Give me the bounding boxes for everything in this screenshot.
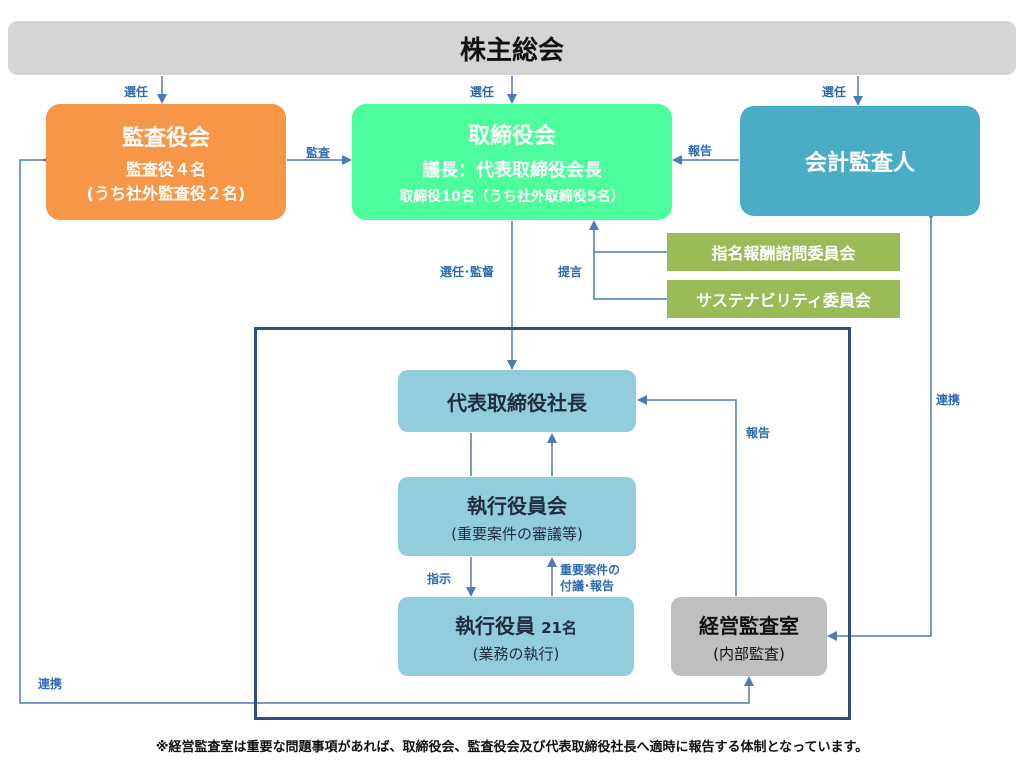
board-chair: 議長：代表取締役会長: [422, 160, 602, 181]
accountant-cooperate-arrows: [827, 210, 936, 641]
elect-label-audit-board: 選任: [124, 85, 149, 99]
execution-frame: [254, 327, 851, 720]
executive-officers-subtitle: (業務の執行): [472, 644, 560, 663]
sustainability-committee-box: サステナビリティ委員会: [667, 280, 900, 318]
elect-label-board: 選任: [470, 85, 495, 99]
refer-report-label-line1: 重要案件の: [560, 563, 621, 577]
refer-report-label-line2: 付議･報告: [560, 579, 615, 593]
executive-officers-box: 執行役員 21名 (業務の執行): [398, 597, 634, 676]
board-title: 取締役会: [467, 124, 556, 149]
audit-board-title: 監査役会: [121, 126, 210, 151]
internal-audit-subtitle: (内部監査): [713, 644, 785, 663]
propose-arrow: [589, 220, 667, 300]
president-box: 代表取締役社長: [398, 370, 636, 432]
executive-committee-subtitle: (重要案件の審議等): [451, 524, 583, 543]
report-label-internal-audit: 報告: [746, 426, 771, 440]
board-members: 取締役10名（うち社外取締役5名）: [399, 189, 625, 205]
audit-label: 監査: [306, 146, 331, 160]
elect-supervise-label: 選任･監督: [440, 265, 495, 279]
report-label-accountant: 報告: [688, 144, 713, 158]
shareholders-meeting-title: 株主総会: [459, 35, 564, 66]
internal-audit-office-box: 経営監査室 (内部監査): [671, 597, 827, 676]
accounting-auditor-title: 会計監査人: [804, 151, 915, 176]
executive-officers-count: 21名: [541, 618, 577, 637]
instruct-label: 指示: [427, 572, 452, 586]
audit-board-members: 監査役４名: [125, 160, 206, 179]
president-title: 代表取締役社長: [447, 390, 587, 415]
internal-audit-title: 経営監査室: [699, 613, 799, 638]
board-of-directors-box: 取締役会 議長：代表取締役会長 取締役10名（うち社外取締役5名）: [352, 104, 672, 220]
shareholders-meeting-box: 株主総会: [8, 21, 1016, 75]
nomination-committee-label: 指名報酬諮問委員会: [711, 244, 856, 263]
propose-label: 提言: [558, 265, 583, 279]
elect-label-accountant: 選任: [822, 85, 847, 99]
nomination-compensation-committee-box: 指名報酬諮問委員会: [667, 233, 900, 271]
executive-committee-title: 執行役員会: [467, 493, 567, 518]
executive-committee-box: 執行役員会 (重要案件の審議等): [398, 477, 636, 556]
accounting-auditor-box: 会計監査人: [740, 106, 980, 216]
audit-board-box: 監査役会 監査役４名 (うち社外監査役２名): [46, 104, 286, 220]
executive-officers-heading: 執行役員 21名: [455, 610, 577, 639]
executive-officers-title: 執行役員: [455, 613, 536, 638]
cooperate-label-accountant: 連携: [936, 393, 961, 407]
audit-board-cooperate-arrows: [19, 155, 754, 704]
sustainability-committee-label: サステナビリティ委員会: [696, 291, 871, 310]
audit-board-outside-members: (うち社外監査役２名): [86, 184, 246, 203]
cooperate-label-audit-board: 連携: [38, 677, 63, 691]
footnote: ※経営監査室は重要な問題事項があれば、取締役会、監査役会及び代表取締役社長へ適時…: [155, 740, 869, 755]
